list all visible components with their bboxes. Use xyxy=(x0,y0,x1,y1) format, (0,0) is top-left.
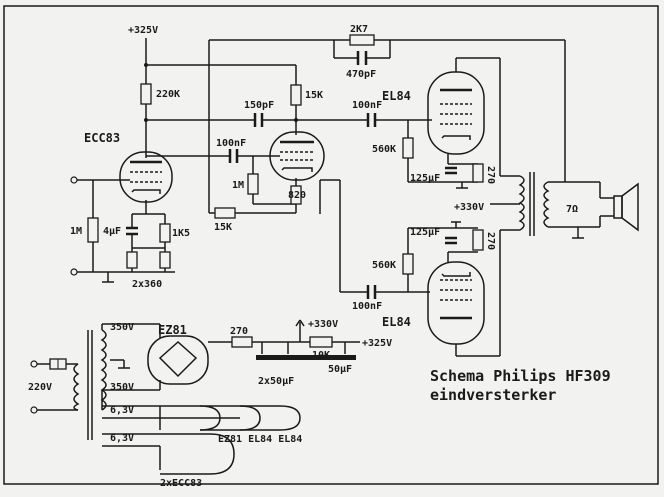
label-15k-bot: 15K xyxy=(214,222,232,233)
input-stage: 1M 4µF 1K5 2x360 xyxy=(70,176,190,290)
label-15k-top: 15K xyxy=(305,90,323,101)
heater-ecc83 xyxy=(160,433,235,475)
el84-bot-envelope xyxy=(427,261,485,345)
resistor-560k-bot xyxy=(402,253,414,275)
resistor-560k-top xyxy=(402,137,414,159)
label-100nf-mid: 100nF xyxy=(216,138,246,149)
label-2x50uf: 2x50µF xyxy=(258,376,294,387)
resistor-270-top xyxy=(472,163,484,183)
label-heaters-1: EZ81 EL84 EL84 xyxy=(218,434,302,445)
label-350v-top: 350V xyxy=(110,322,134,333)
label-220k: 220K xyxy=(156,89,180,100)
label-supply-325: +325V xyxy=(362,338,392,349)
label-speaker-impedance: 7Ω xyxy=(566,204,578,215)
tube-ecc83: ECC83 xyxy=(84,131,173,203)
label-50uf: 50µF xyxy=(328,364,352,375)
heater-el84-a xyxy=(239,405,261,431)
el84-top-envelope xyxy=(427,71,485,155)
label-ez81: EZ81 xyxy=(158,323,187,337)
tube-el84-top: EL84 125µF 270 xyxy=(382,57,520,189)
label-820: 820 xyxy=(288,190,306,201)
resistor-220k xyxy=(140,83,152,105)
resistor-15k-bot xyxy=(214,207,236,219)
label-350v-bot: 350V xyxy=(110,382,134,393)
label-heater-2: 6,3V xyxy=(110,433,134,444)
label-560k-top: 560K xyxy=(372,144,396,155)
heater-ez81 xyxy=(199,405,221,431)
output-transformer: +330V 7Ω xyxy=(454,172,639,239)
input-ground-terminal xyxy=(70,268,78,276)
label-heater-1: 6,3V xyxy=(110,405,134,416)
heater-el84-b xyxy=(279,405,301,431)
label-470pf: 470pF xyxy=(346,69,376,80)
ecc83-envelope xyxy=(119,151,173,203)
speaker-cone-icon xyxy=(621,182,639,232)
label-1m-mid: 1M xyxy=(232,180,244,191)
label-el84-bot: EL84 xyxy=(382,315,411,329)
label-125uf-top: 125µF xyxy=(410,173,440,184)
label-270-bot: 270 xyxy=(485,232,496,250)
resistor-360-b xyxy=(159,251,171,269)
label-150pf: 150pF xyxy=(244,100,274,111)
label-220v: 220V xyxy=(28,382,52,393)
mains-terminal-b xyxy=(30,406,38,414)
label-ecc83: ECC83 xyxy=(84,131,120,145)
capacitor-bank-plate xyxy=(256,355,356,360)
power-supply: 220V 350V 350V 6,3V 6,3V EZ81 EL84 EL84 xyxy=(28,319,392,489)
schematic-title-line2: eindversterker xyxy=(430,386,556,404)
resistor-270-supply xyxy=(231,336,253,348)
label-1k5: 1K5 xyxy=(172,228,190,239)
resistor-15k-top xyxy=(290,84,302,106)
sheet-border xyxy=(3,5,659,485)
resistor-1m-left xyxy=(87,217,99,243)
label-1m-left: 1M xyxy=(70,226,82,237)
label-125uf-bot: 125µF xyxy=(410,227,440,238)
label-supply-330: +330V xyxy=(308,319,338,330)
schematic-title-line1: Schema Philips HF309 xyxy=(430,367,611,385)
label-4uf: 4µF xyxy=(103,226,121,237)
resistor-1m-mid xyxy=(247,173,259,195)
resistor-10k xyxy=(309,336,333,348)
feedback-network: 2K7 470pF xyxy=(208,24,566,213)
label-supply-325-top: +325V xyxy=(128,25,158,36)
label-el84-top: EL84 xyxy=(382,89,411,103)
label-560k-bot: 560K xyxy=(372,260,396,271)
mains-terminal-a xyxy=(30,360,38,368)
label-270-top: 270 xyxy=(485,166,496,184)
label-100nf-top: 100nF xyxy=(352,100,382,111)
resistor-1k5 xyxy=(159,223,171,243)
label-2x360: 2x360 xyxy=(132,279,162,290)
input-terminal xyxy=(70,176,78,184)
ez81-envelope xyxy=(147,335,209,385)
interstage-network: 150pF 100nF 1M 820 15K 100nF xyxy=(144,100,430,312)
label-heaters-2: 2xECC83 xyxy=(160,478,202,489)
label-330v-right: +330V xyxy=(454,202,484,213)
label-2k7: 2K7 xyxy=(350,24,368,35)
resistor-2k7 xyxy=(349,34,375,46)
upper-grid-network: 100nF 560K xyxy=(296,100,478,183)
label-270-supply: 270 xyxy=(230,326,248,337)
resistor-360-a xyxy=(126,251,138,269)
speaker-magnet xyxy=(613,195,623,219)
tube-el84-bot: EL84 125µF 270 560K xyxy=(372,221,520,357)
resistor-270-bot xyxy=(472,229,484,251)
label-100nf-bot: 100nF xyxy=(352,301,382,312)
